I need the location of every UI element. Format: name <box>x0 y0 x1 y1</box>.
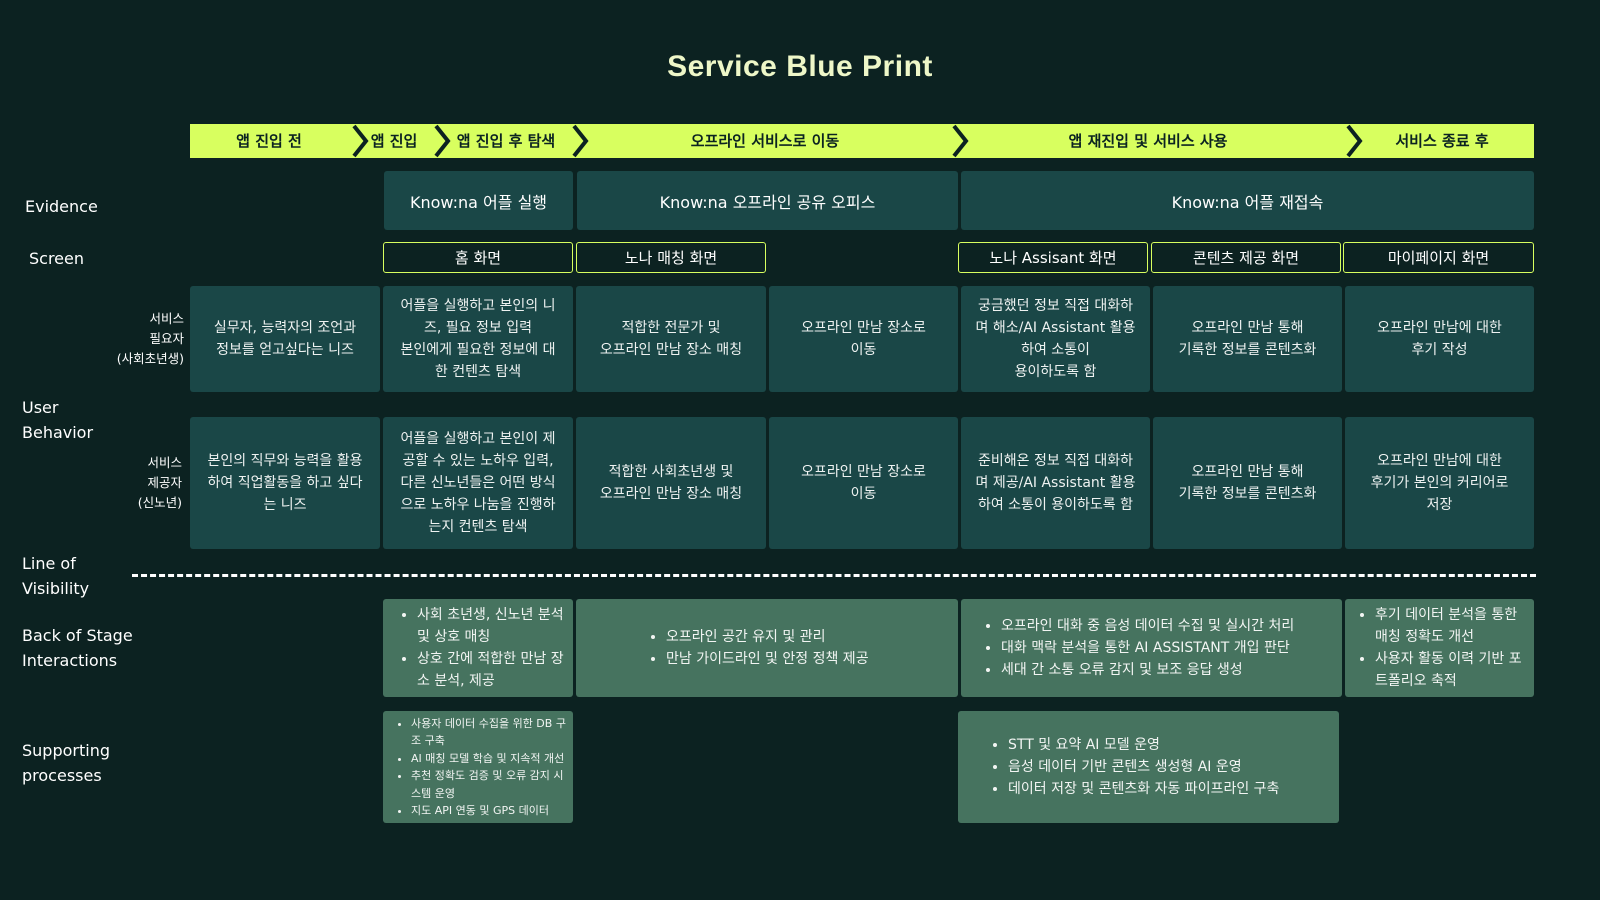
needer-cell-move: 오프라인 만남 장소로 이동 <box>769 286 958 392</box>
support-data-matching: 사용자 데이터 수집을 위한 DB 구조 구축 AI 매칭 모델 학습 및 지속… <box>383 711 573 823</box>
back-stage-voice-processing: 오프라인 대화 중 음성 데이터 수집 및 실시간 처리 대화 맥락 분석을 통… <box>961 599 1342 697</box>
phase-app-entry: 앱 진입 <box>370 132 418 150</box>
provider-cell-pre-entry: 본인의 직무와 능력을 활용 하여 직업활동을 하고 싶다 는 니즈 <box>190 417 380 549</box>
line-of-visibility <box>132 574 1536 577</box>
provider-cell-content: 오프라인 만남 통해 기록한 정보를 콘텐츠화 <box>1153 417 1342 549</box>
evidence-offline-office: Know:na 오프라인 공유 오피스 <box>577 171 958 230</box>
needer-cell-content: 오프라인 만남 통해 기록한 정보를 콘텐츠화 <box>1153 286 1342 392</box>
provider-cell-move: 오프라인 만남 장소로 이동 <box>769 417 958 549</box>
sub-label-service-providers: 서비스 제공자 (신노년) <box>137 455 182 510</box>
screen-content: 콘텐츠 제공 화면 <box>1151 242 1341 273</box>
support-ai-pipeline: STT 및 요약 AI 모델 운영 음성 데이터 기반 콘텐츠 생성형 AI 운… <box>958 711 1339 823</box>
needer-cell-assistant: 궁금했던 정보 직접 대화하 며 해소/AI Assistant 활용 하여 소… <box>961 286 1150 392</box>
phase-offline: 오프라인 서비스로 이동 <box>690 132 840 150</box>
provider-cell-app-entry: 어플을 실행하고 본인이 제 공할 수 있는 노하우 입력, 다른 신노년들은 … <box>383 417 573 549</box>
screen-nona-assistant: 노나 Assisant 화면 <box>958 242 1148 273</box>
sub-label-service-needers: 서비스 필요자 (사회초년생) <box>116 311 184 366</box>
needer-cell-pre-entry: 실무자, 능력자의 조언과 정보를 얻고싶다는 니즈 <box>190 286 380 392</box>
chevron-right-icon <box>572 124 589 158</box>
row-label-line-of-visibility: Line of Visibility <box>22 554 90 598</box>
row-label-evidence: Evidence <box>25 197 98 216</box>
phase-reentry: 앱 재진입 및 서비스 사용 <box>1068 132 1228 150</box>
provider-cell-assistant: 준비해온 정보 직접 대화하 며 제공/AI Assistant 활용 하여 소… <box>961 417 1150 549</box>
diagram-title: Service Blue Print <box>667 50 933 83</box>
screen-mypage: 마이페이지 화면 <box>1343 242 1534 273</box>
chevron-right-icon <box>434 124 451 158</box>
evidence-app-launch: Know:na 어플 실행 <box>384 171 573 230</box>
back-stage-offline-space: 오프라인 공간 유지 및 관리 만남 가이드라인 및 안정 정책 제공 <box>576 599 958 697</box>
back-stage-review-analysis: 후기 데이터 분석을 통한 매칭 정확도 개선 사용자 활동 이력 기반 포트폴… <box>1345 599 1534 697</box>
screen-home: 홈 화면 <box>383 242 573 273</box>
provider-cell-career: 오프라인 만남에 대한 후기가 본인의 커리어로 저장 <box>1345 417 1534 549</box>
chevron-right-icon <box>952 124 969 158</box>
evidence-app-reconnect: Know:na 어플 재접속 <box>961 171 1534 230</box>
needer-cell-app-entry: 어플을 실행하고 본인의 니 즈, 필요 정보 입력 본인에게 필요한 정보에 … <box>383 286 573 392</box>
chevron-right-icon <box>352 124 369 158</box>
phase-bar: 앱 진입 전 앱 진입 앱 진입 후 탐색 오프라인 서비스로 이동 앱 재진입… <box>190 124 1534 158</box>
phase-explore: 앱 진입 후 탐색 <box>456 132 556 150</box>
row-label-screen: Screen <box>29 249 85 268</box>
needer-cell-review: 오프라인 만남에 대한 후기 작성 <box>1345 286 1534 392</box>
phase-post-service: 서비스 종료 후 <box>1395 132 1489 150</box>
needer-cell-matching: 적합한 전문가 및 오프라인 만남 장소 매칭 <box>576 286 766 392</box>
back-stage-matching: 사회 초년생, 신노년 분석 및 상호 매칭 상호 간에 적합한 만남 장소 분… <box>383 599 573 697</box>
row-label-back-of-stage: Back of Stage Interactions <box>22 626 133 670</box>
row-label-user-behavior: User Behavior <box>22 398 94 442</box>
phase-pre-entry: 앱 진입 전 <box>236 132 302 150</box>
chevron-right-icon <box>1346 124 1363 158</box>
row-label-supporting-processes: Supporting processes <box>22 741 110 785</box>
provider-cell-matching: 적합한 사회초년생 및 오프라인 만남 장소 매칭 <box>576 417 766 549</box>
screen-nona-matching: 노나 매칭 화면 <box>576 242 766 273</box>
